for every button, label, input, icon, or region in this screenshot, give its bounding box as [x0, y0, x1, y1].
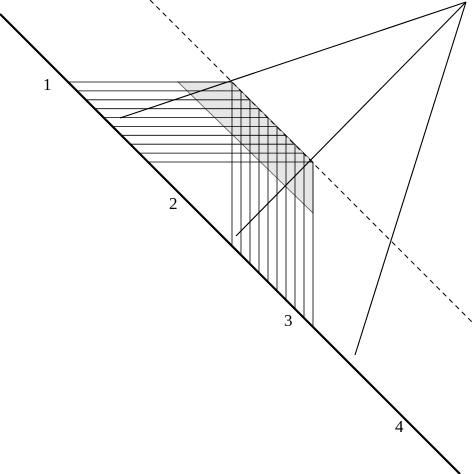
label-3: 3 [284, 311, 293, 330]
horizontal-grid-lines [68, 81, 313, 163]
main-diagonal-line [0, 13, 461, 474]
ray-to-grid-top [119, 1, 467, 119]
vertical-grid-lines [231, 82, 314, 327]
label-4: 4 [395, 417, 404, 436]
dashed-parallel-line [149, 0, 474, 325]
label-2: 2 [169, 194, 178, 213]
shaded-region [177, 81, 314, 214]
ray-to-grid-bottom [235, 1, 467, 237]
label-1: 1 [43, 75, 52, 94]
ray-to-point-4 [354, 1, 467, 356]
